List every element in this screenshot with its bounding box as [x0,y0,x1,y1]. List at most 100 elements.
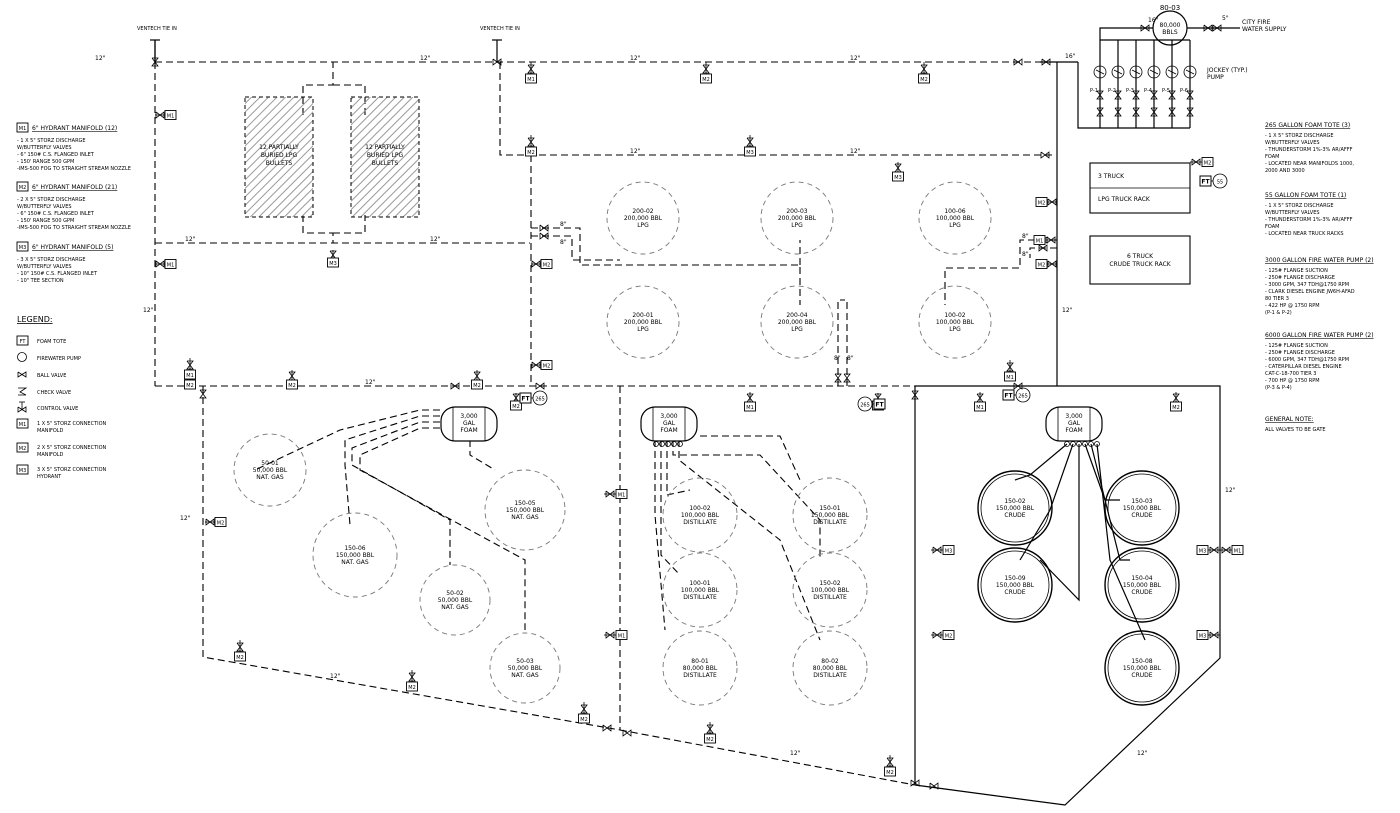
pipe-size-label: 12" [1062,307,1073,314]
right-note-line: - 1 X 5" STORZ DISCHARGE [1265,133,1334,139]
right-note-line: CAT-C-18-700 TIER 3 [1265,371,1316,377]
pipe-size-label: 12" [330,673,341,680]
tank-id: 150-08 [1131,658,1152,665]
pump-id: P-5 [1162,88,1170,94]
manifold-m1 [1231,545,1244,555]
pipe-size-label: 12" [790,750,801,757]
manifold-tag: M2 [473,383,481,389]
tank-capacity: 150,000 BBL [1123,665,1162,672]
tank-id: 50-01 [261,460,279,467]
manifold-note-line: - 3 X 5" STORZ DISCHARGE [17,257,86,263]
manifold-tag: M1 [167,262,175,268]
pipe-size-label: 12" [630,148,641,155]
valve-icon [1114,107,1122,117]
manifold-note-line: W/BUTTERFLY VALVES [17,145,72,151]
foam-tank-body [1045,406,1103,442]
legend-label: MANIFOLD [37,452,64,458]
tank-outline [662,477,738,553]
tank-outline [489,632,561,704]
pump-id: P-3 [1126,88,1134,94]
valve-icon [151,57,159,67]
tank-capacity: 200,000 BBL [778,319,817,326]
tank-id: 100-02 [689,505,710,512]
manifold-note-line: - 150' RANGE 500 GPM [17,159,74,165]
pump-id: P-6 [1180,88,1188,94]
foam-tank-label: 3,000 [1065,413,1082,420]
pipe-segment [1077,62,1190,129]
manifold-tag: M3 [894,175,902,181]
manifold-note-title: 6" HYDRANT MANIFOLD (12) [32,125,117,132]
tank-outline [662,552,738,628]
pipe-size-label: 8" [1022,251,1029,258]
right-note-line: - 6000 GPM, 347 TDH@1750 RPM [1265,357,1349,363]
tank-outline [606,181,680,255]
tank-product: DISTILLATE [683,519,717,526]
valve-icon [605,631,615,639]
legend-label: 2 X 5" STORZ CONNECTION [37,445,107,451]
manifold-m1 [1033,235,1046,245]
manifold-tag: M2 [543,262,551,268]
crude-area-loop [914,385,1221,806]
tank-capacity: 200,000 BBL [624,215,663,222]
right-note-line: - 700 HP @ 1750 RPM [1265,378,1320,384]
tank-outline [792,552,868,628]
manifold-tag: M2 [1038,200,1046,206]
pipe-size-label: 12" [850,55,861,62]
right-note-line: - 1 X 5" STORZ DISCHARGE [1265,203,1334,209]
valve-icon [155,260,165,268]
tank-id: 200-02 [632,208,653,215]
right-note-line: - 125# FLANGE SUCTION [1265,343,1328,349]
manifold-m1 [974,401,986,412]
pipe-segment [531,227,801,305]
right-note-line: - THUNDERSTORM 1%-3% AR/AFFF [1265,147,1353,153]
firewater-pump-icon [1165,65,1179,79]
pipe-size-label: 12" [420,55,431,62]
manifold-tag: M1 [618,492,626,498]
manifold-note-line: - 6" 150# C.S. FLANGED INLET [17,211,95,217]
right-note-line: (P-3 & P-4) [1265,385,1292,391]
label-layer: 12"12"12"12"12"12"12"12"12"12"12"12"12"1… [95,26,1236,757]
tank-inner-ring [980,550,1050,620]
right-note-title: 6000 GALLON FIRE WATER PUMP (2) [1265,332,1374,339]
tank-product: CRUDE [1131,589,1152,596]
legend-label: FIREWATER PUMP [37,356,81,362]
legend-label: 3 X 5" STORZ CONNECTION [37,467,107,473]
manifold-tag: M2 [186,383,194,389]
valve-icon [492,58,502,66]
foam-nozzle [1070,441,1076,447]
legend-label: CHECK VALVE [37,390,71,396]
manifold-m1 [744,401,756,412]
manifold-m2 [471,379,483,390]
valve-icon [450,382,460,390]
manifold-tag: M3 [945,548,953,554]
manifold-m3 [942,545,955,555]
valve-icon [539,232,549,240]
tank-capacity: 50,000 BBL [508,665,543,672]
legend-symbol: M1 [19,422,27,428]
tank-id: 150-09 [1004,575,1025,582]
valve-icon [539,224,549,232]
second-header-pipe [499,62,1055,156]
pump-id: P-1 [1090,88,1098,94]
manifold-m2 [1170,401,1182,412]
legend-title: LEGEND: [17,315,53,324]
manifold-m3 [1196,545,1209,555]
manifold-note-line: W/BUTTERFLY VALVES [17,204,72,210]
valve-icon [527,64,535,74]
valve-icon [408,672,416,682]
lpg-bullet-label: BULLETS [372,160,399,167]
rack-label: CRUDE TRUCK RACK [1109,261,1171,268]
tank-id: 100-06 [944,208,965,215]
manifold-m1 [1004,371,1016,382]
valve-icon [886,757,894,767]
